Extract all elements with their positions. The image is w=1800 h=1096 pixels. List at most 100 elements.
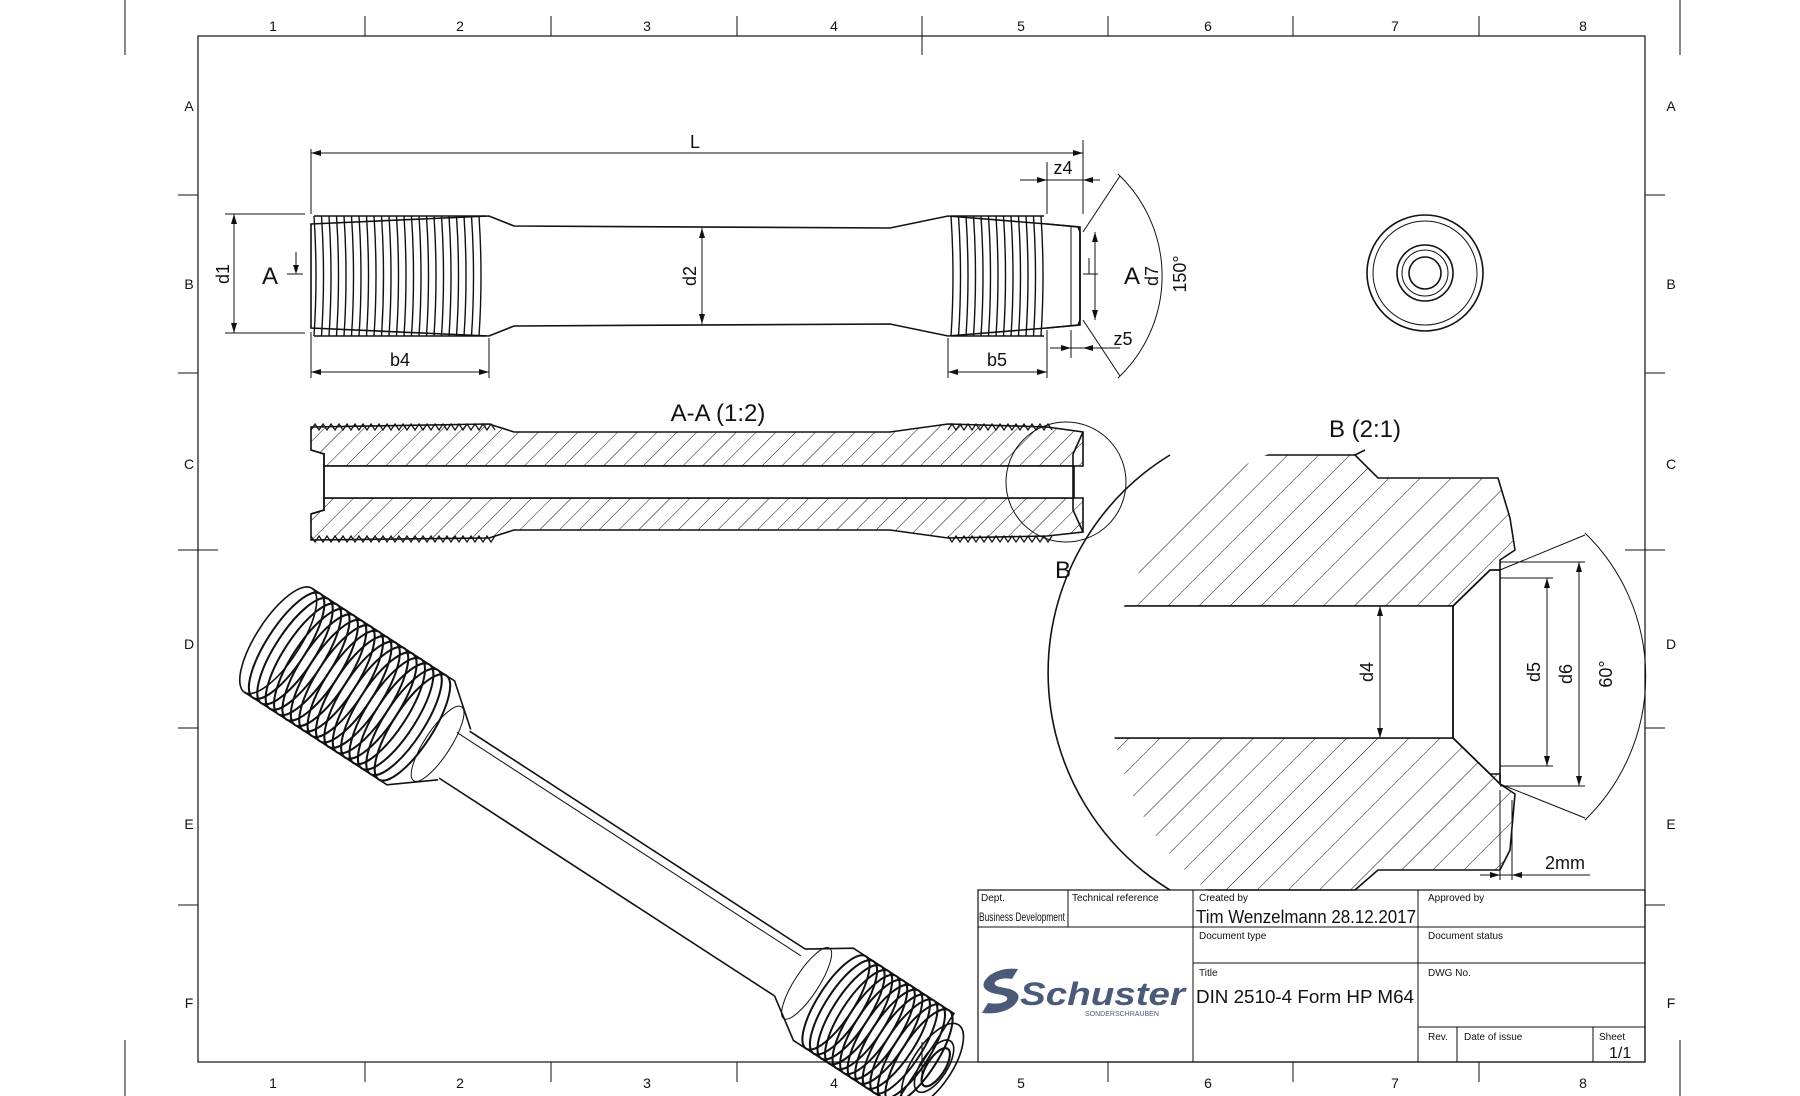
zone-col-3: 3 xyxy=(643,18,651,34)
doctype-label: Document type xyxy=(1199,931,1267,942)
iso-thread-ring xyxy=(876,1003,946,1096)
zone-col-6-bottom: 6 xyxy=(1204,1075,1212,1091)
thread-line xyxy=(343,215,347,337)
zone-row-a: A xyxy=(184,98,194,114)
dim-d7: d7 xyxy=(1142,266,1162,286)
dim-d2: d2 xyxy=(680,266,700,286)
thread-line xyxy=(418,215,422,337)
thread-line xyxy=(433,215,437,337)
dim-L: L xyxy=(690,132,700,152)
dim-z4: z4 xyxy=(1053,158,1072,178)
zone-row-labels-right: A B C D E F xyxy=(1666,98,1676,1011)
end-view xyxy=(1366,214,1484,332)
section-thread-profile xyxy=(947,422,1053,432)
thread-line xyxy=(1032,215,1037,337)
zone-col-6: 6 xyxy=(1204,18,1212,34)
dim-2mm: 2mm xyxy=(1545,853,1585,873)
dwg-label: DWG No. xyxy=(1428,968,1471,979)
dim-z5: z5 xyxy=(1113,329,1132,349)
thread-line xyxy=(470,215,475,337)
detail-view-b: B (2:1) d4 d5 d6 xyxy=(1047,416,1647,891)
thread-line xyxy=(965,215,969,337)
dim-angle-150: 150° xyxy=(1170,255,1190,292)
thread-line xyxy=(335,215,340,337)
zone-col-8-bottom: 8 xyxy=(1579,1075,1587,1091)
section-label: A-A (1:2) xyxy=(671,400,766,427)
zone-col-7-bottom: 7 xyxy=(1391,1075,1399,1091)
created-value: Tim Wenzelmann 28.12.2017 xyxy=(1196,907,1416,927)
dept-label: Dept. xyxy=(981,893,1005,904)
zone-col-5-bottom: 5 xyxy=(1017,1075,1025,1091)
cut-marker-left: A xyxy=(262,263,278,290)
iso-thread-ring xyxy=(861,993,931,1090)
company-logo: Schuster SONDERSCHRAUBEN xyxy=(982,968,1187,1018)
thread-line xyxy=(957,215,962,337)
zone-row-a-right: A xyxy=(1666,98,1676,114)
thread-line xyxy=(380,215,385,337)
zone-row-b: B xyxy=(184,276,193,292)
dim-angle-60: 60° xyxy=(1596,660,1616,687)
thread-line xyxy=(1040,215,1044,337)
thread-line xyxy=(455,215,460,337)
title-label: Title xyxy=(1199,968,1218,979)
dim-d5: d5 xyxy=(1524,662,1544,682)
sheet-value: 1/1 xyxy=(1609,1045,1631,1062)
dim-b5: b5 xyxy=(987,350,1007,370)
zone-row-e: E xyxy=(184,816,193,832)
section-thread-profile xyxy=(947,534,1053,544)
thread-line xyxy=(350,215,355,337)
sheet-label: Sheet xyxy=(1599,1032,1625,1043)
thread-line xyxy=(987,215,992,337)
zone-col-7: 7 xyxy=(1391,18,1399,34)
thread-line xyxy=(463,215,467,337)
thread-line xyxy=(365,215,370,337)
thread-line xyxy=(980,215,984,337)
right-thread xyxy=(950,215,1044,337)
thread-line xyxy=(395,215,400,337)
thread-line xyxy=(448,215,452,337)
thread-line xyxy=(995,215,999,337)
zone-column-labels-top: 1 2 3 4 5 6 7 8 xyxy=(269,18,1587,34)
thread-line xyxy=(1017,215,1022,337)
zone-row-f-right: F xyxy=(1667,995,1676,1011)
section-view-a-a: A-A (1:2) B xyxy=(310,400,1127,584)
thread-line xyxy=(478,215,482,337)
rev-label: Rev. xyxy=(1428,1032,1448,1043)
thread-line xyxy=(1010,215,1014,337)
docstatus-label: Document status xyxy=(1428,931,1503,942)
title-value: DIN 2510-4 Form HP M64 xyxy=(1196,987,1414,1007)
dim-d6: d6 xyxy=(1556,664,1576,684)
thread-line xyxy=(403,215,407,337)
detail-label: B (2:1) xyxy=(1329,416,1401,443)
section-thread-profile xyxy=(310,534,496,544)
cut-marker-right: A xyxy=(1124,263,1140,290)
zone-col-4: 4 xyxy=(830,18,838,34)
zone-row-e-right: E xyxy=(1666,816,1675,832)
zone-row-c: C xyxy=(184,456,194,472)
thread-line xyxy=(313,215,317,337)
thread-line xyxy=(388,215,392,337)
thread-line xyxy=(425,215,430,337)
zone-ticks xyxy=(178,16,1665,1082)
dept-value: Business Development xyxy=(979,910,1065,924)
zone-col-2-bottom: 2 xyxy=(456,1075,464,1091)
zone-col-5: 5 xyxy=(1017,18,1025,34)
date-label: Date of issue xyxy=(1464,1032,1523,1043)
iso-thread-ring xyxy=(884,1008,954,1096)
thread-line xyxy=(950,215,954,337)
thread-line xyxy=(328,215,332,337)
dim-d1: d1 xyxy=(213,264,233,284)
thread-line xyxy=(972,215,977,337)
isometric-view xyxy=(238,586,965,1096)
thread-line xyxy=(1002,215,1007,337)
zone-row-f: F xyxy=(185,995,194,1011)
zone-col-4-bottom: 4 xyxy=(830,1075,838,1091)
created-label: Created by xyxy=(1199,893,1248,904)
title-block: Dept. Business Development Technical ref… xyxy=(977,889,1646,1063)
thread-line xyxy=(320,215,325,337)
thread-line xyxy=(373,215,377,337)
detail-circle-b xyxy=(1005,421,1127,543)
zone-row-d: D xyxy=(184,636,194,652)
zone-row-c-right: C xyxy=(1666,456,1676,472)
zone-column-labels-bottom: 1 2 3 4 5 6 7 8 xyxy=(269,1075,1587,1091)
